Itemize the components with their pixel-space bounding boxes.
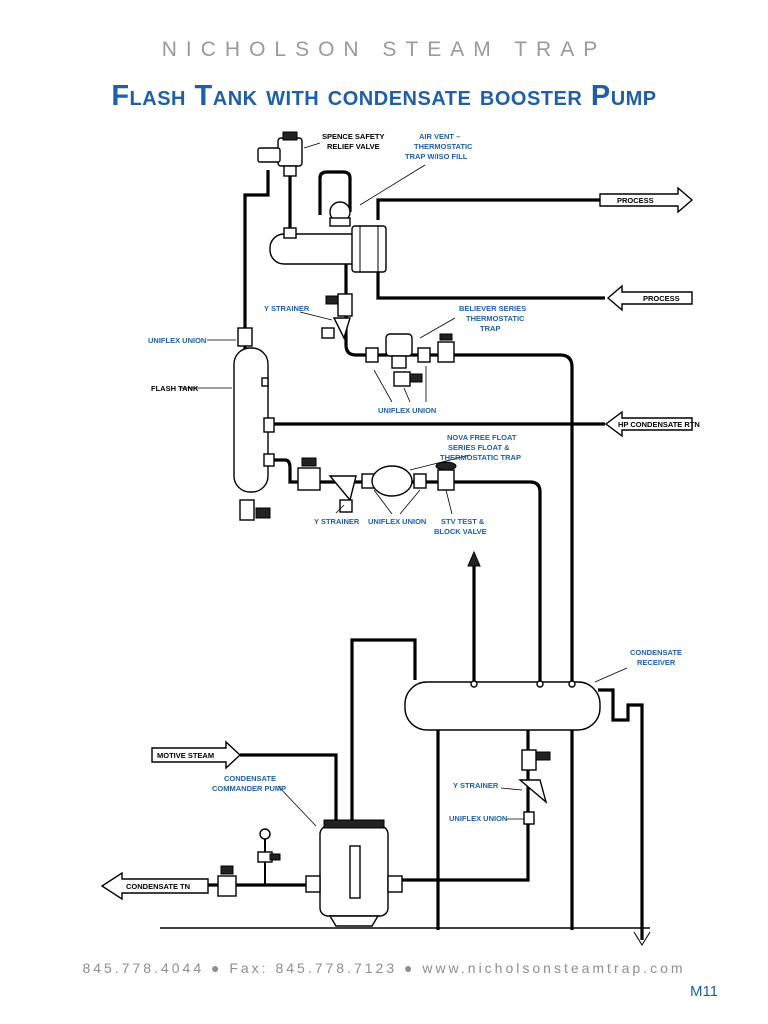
believer-trap	[365, 333, 455, 387]
condensate-receiver	[404, 680, 601, 731]
condensate-out-arrow	[100, 871, 209, 901]
label-believer-1: BELIEVER SERIES	[459, 304, 526, 313]
brand-header: NICHOLSON STEAM TRAP	[161, 38, 607, 61]
process-return-arrow	[606, 284, 693, 312]
label-air-vent-1: AIR VENT –	[419, 132, 460, 141]
label-believer-2: THERMOSTATIC	[466, 314, 525, 323]
label-commander-2: COMMANDER PUMP	[212, 784, 286, 793]
motive-steam-arrow	[151, 740, 242, 770]
label-commander-1: CONDENSATE	[224, 774, 276, 783]
label-uniflex-bottom: UNIFLEX UNION	[449, 814, 507, 823]
label-uniflex-mid: UNIFLEX UNION	[378, 406, 436, 415]
label-receiver-1: CONDENSATE	[630, 648, 682, 657]
condensate-commander-pump	[305, 819, 403, 927]
label-believer-3: TRAP	[480, 324, 500, 333]
label-process-top: PROCESS	[617, 196, 654, 205]
label-condensate-tn: CONDENSATE TN	[126, 882, 190, 891]
pipe-receiver-drain	[395, 730, 530, 882]
leader-lines	[180, 142, 628, 827]
page-title: Flash Tank with condensate booster Pump	[111, 80, 657, 112]
label-spence-2: RELIEF VALVE	[327, 142, 380, 151]
hp-condensate-arrow	[604, 410, 693, 438]
pipe-exchanger-drain	[344, 262, 574, 690]
label-y-strainer-bottom: Y STRAINER	[453, 781, 499, 790]
page-number: M11	[690, 983, 719, 1000]
pipe-motive-steam	[240, 753, 338, 828]
label-air-vent-2: THERMOSTATIC	[414, 142, 473, 151]
pipe-flash-tank-drain	[268, 458, 542, 690]
label-nova-1: NOVA FREE FLOAT	[447, 433, 517, 442]
pipe-relief-vent	[243, 170, 270, 350]
pipe-process-return	[376, 265, 605, 300]
pipe-receiver-overflow	[598, 688, 644, 940]
pipe-air-vent-loop	[318, 170, 352, 215]
label-air-vent-3: TRAP W/ISO FILL	[405, 152, 468, 161]
label-uniflex-lower: UNIFLEX UNION	[368, 517, 426, 526]
label-nova-2: SERIES FLOAT &	[448, 443, 510, 452]
label-nova-3: THERMOSTATIC TRAP	[440, 453, 521, 462]
label-process-mid: PROCESS	[643, 294, 680, 303]
air-vent-trap	[329, 201, 351, 227]
label-y-strainer-top: Y STRAINER	[264, 304, 310, 313]
label-stv-2: BLOCK VALVE	[434, 527, 487, 536]
process-supply-arrow	[599, 186, 694, 214]
flash-tank	[233, 327, 275, 521]
label-stv-1: STV TEST &	[441, 517, 485, 526]
label-receiver-2: RECEIVER	[637, 658, 676, 667]
pipe-pump-to-receiver	[350, 638, 417, 825]
y-strainer-bottom	[518, 749, 551, 825]
label-hp-condensate: HP CONDENSATE RTN	[618, 420, 700, 429]
pipe-process-supply	[376, 198, 605, 220]
footer-contact: 845.778.4044 ● Fax: 845.778.7123 ● www.n…	[82, 960, 686, 976]
spence-relief-valve	[257, 131, 303, 177]
drain-funnel	[633, 931, 651, 946]
label-y-strainer-mid: Y STRAINER	[314, 517, 360, 526]
label-uniflex-left: UNIFLEX UNION	[148, 336, 206, 345]
vent-arrow-head	[467, 550, 481, 567]
label-spence-1: SPENCE SAFETY	[322, 132, 385, 141]
y-strainer-top	[321, 293, 353, 340]
pressure-gauge-assembly	[257, 828, 281, 885]
discharge-valve	[217, 865, 237, 897]
heat-exchanger	[269, 225, 387, 273]
label-flash-tank: FLASH TANK	[151, 384, 199, 393]
nova-float-trap	[297, 457, 457, 513]
label-motive-steam: MOTIVE STEAM	[157, 751, 214, 760]
